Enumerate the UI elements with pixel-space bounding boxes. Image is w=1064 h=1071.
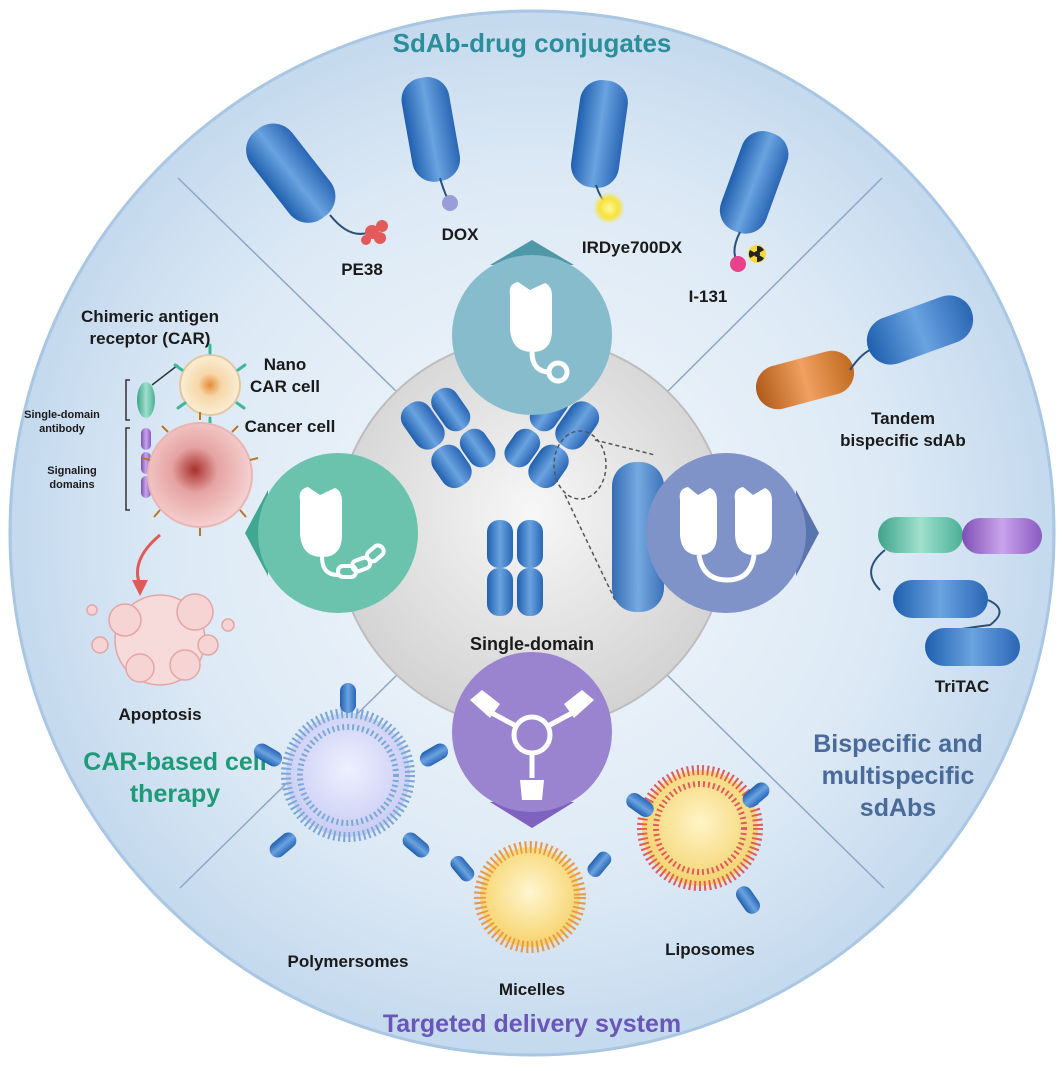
radiation-icon [748,245,766,263]
sdab-icon [401,77,461,182]
sdab-icon [719,131,789,234]
car-chain-icon [299,487,386,579]
dox-payload-icon [442,195,458,211]
label-cancer-cell: Cancer cell [245,417,336,436]
label-sdab-line1: Single-domain [24,409,100,421]
label-pe38: PE38 [341,260,383,279]
tandem-sdab-icon [755,295,974,410]
arrow-down-icon [132,533,161,596]
conjugate-i131: I-131 [689,131,789,306]
label-tandem-line1: Tandem [871,409,935,428]
section-title-bispecific-line2: multispecific [822,762,975,790]
section-title-delivery: Targeted delivery system [383,1010,681,1038]
tritac-icon [870,517,1042,666]
label-signal-line1: Signaling [47,465,97,477]
badge-bispecific [646,453,819,613]
y-antibody-icon [400,387,600,616]
badge-targeted-delivery [452,652,612,828]
liposome-icon [626,765,770,914]
conjugate-dox: DOX [401,77,480,244]
label-nano-line1: Nano [264,355,307,374]
label-i131: I-131 [689,287,728,306]
label-irdye700dx: IRDye700DX [582,238,683,257]
label-nano-line2: CAR cell [250,377,320,396]
label-tandem-line2: bispecific sdAb [840,431,966,450]
label-sdab-line2: antibody [39,423,86,435]
section-title-car-line1: CAR-based cell [83,748,266,776]
polymersome-icon [253,683,449,858]
section-title-car-line2: therapy [130,780,220,808]
sdab-icon [246,123,336,223]
sdab-drug-conjugate-icon [509,282,570,384]
label-dox: DOX [442,225,480,244]
label-micelles: Micelles [499,980,565,999]
pe38-payload-icon [361,220,388,245]
conjugate-irdye: IRDye700DX [571,79,683,257]
label-polymersomes: Polymersomes [288,952,409,971]
section-title-bispecific-line1: Bispecific and [813,730,983,758]
irdye-payload-icon [593,192,625,224]
badge-car-therapy [245,453,418,613]
section-title-drug-conjugates: SdAb-drug conjugates [393,28,672,58]
sdab-icon [571,79,628,188]
zoomed-sdab-icon [612,462,664,612]
label-signal-line2: domains [49,479,94,491]
label-apoptosis: Apoptosis [118,705,201,724]
micelle-icon [450,841,612,953]
section-title-bispecific-line3: sdAbs [860,794,936,822]
label-car-line2: receptor (CAR) [90,329,211,348]
center-label-line1: Single-domain [470,634,594,654]
zoom-indicator [553,430,664,612]
cancer-cell-icon [141,412,259,536]
badge-drug-conjugates [452,240,612,415]
bispecific-sdab-icon [679,487,772,583]
apoptosis-cell-icon [86,593,235,686]
label-car-line1: Chimeric antigen [81,307,219,326]
i131-payload-icon [730,256,746,272]
conjugate-pe38: PE38 [246,123,388,279]
multivalent-sdab-icon [470,690,594,800]
label-liposomes: Liposomes [665,940,755,959]
label-tritac: TriTAC [935,677,989,696]
